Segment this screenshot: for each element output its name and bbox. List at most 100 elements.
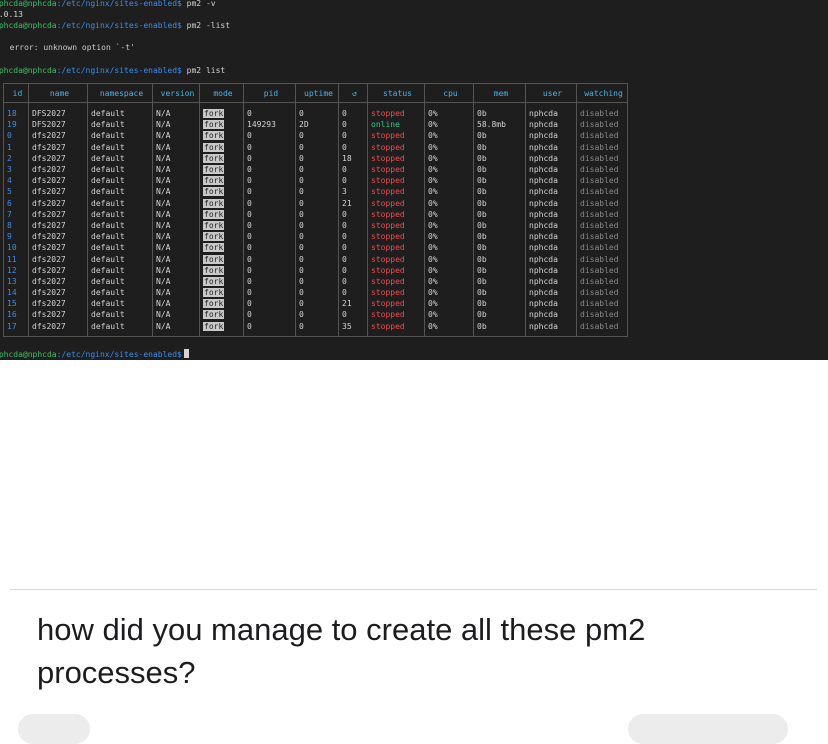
mode-cell: fork	[199, 219, 244, 232]
mem-cell: 0b	[473, 208, 526, 220]
name-cell: dfs2027	[28, 253, 88, 265]
user-cell: nphcda	[525, 208, 577, 220]
restarts-cell: 0	[338, 130, 368, 142]
mode-value: fork	[203, 209, 225, 219]
pid-cell: 0	[243, 208, 296, 220]
name-cell: dfs2027	[28, 197, 88, 209]
mem-cell: 0b	[473, 242, 526, 254]
user-cell: nphcda	[525, 287, 577, 299]
restarts-cell: 0	[338, 119, 368, 131]
mem-cell: 0b	[473, 298, 526, 310]
mode-cell: fork	[199, 130, 244, 142]
version-cell: N/A	[152, 275, 200, 287]
namespace-cell: default	[87, 175, 153, 187]
mem-cell: 0b	[473, 219, 526, 232]
id-cell: 0	[3, 130, 29, 142]
name-cell: dfs2027	[28, 287, 88, 299]
mode-cell: fork	[199, 102, 244, 120]
watching-cell: disabled	[576, 309, 628, 321]
uptime-cell: 0	[295, 264, 339, 276]
watching-cell: disabled	[576, 152, 628, 164]
mem-cell: 0b	[473, 287, 526, 299]
mode-value: fork	[203, 220, 225, 230]
cpu-cell: 0%	[424, 253, 474, 265]
id-cell: 13	[3, 275, 29, 287]
status-cell: stopped	[367, 264, 425, 276]
pid-cell: 0	[243, 242, 296, 254]
namespace-cell: default	[87, 287, 153, 299]
chat-divider	[10, 589, 817, 590]
name-cell: dfs2027	[28, 141, 88, 153]
prompt-user: nphcda@nphcda	[0, 66, 57, 75]
watching-cell: disabled	[576, 175, 628, 187]
status-cell: stopped	[367, 275, 425, 287]
name-cell: dfs2027	[28, 264, 88, 276]
prompt-user: nphcda@nphcda	[0, 21, 57, 30]
restarts-cell: 3	[338, 186, 368, 198]
version-cell: N/A	[152, 186, 200, 198]
uptime-cell: 0	[295, 275, 339, 287]
name-cell: dfs2027	[28, 231, 88, 243]
mem-cell: 58.8mb	[473, 119, 526, 131]
watching-cell: disabled	[576, 119, 628, 131]
name-cell: dfs2027	[28, 309, 88, 321]
namespace-cell: default	[87, 208, 153, 220]
mode-cell: fork	[199, 175, 244, 187]
user-cell: nphcda	[525, 152, 577, 164]
version-cell: N/A	[152, 287, 200, 299]
namespace-cell: default	[87, 163, 153, 176]
reply-bubble[interactable]	[18, 714, 90, 744]
uptime-cell: 0	[295, 197, 339, 209]
mode-value: fork	[203, 120, 225, 130]
watching-cell: disabled	[576, 141, 628, 153]
terminal-cursor	[183, 349, 189, 358]
name-cell: dfs2027	[28, 219, 88, 232]
column-header-mem: mem	[473, 83, 526, 103]
id-cell: 5	[3, 186, 29, 198]
restarts-cell: 0	[338, 309, 368, 321]
pid-cell: 0	[243, 130, 296, 142]
prompt-line: nphcda@nphcda:/etc/nginx/sites-enabled$ …	[0, 66, 225, 76]
prompt-line: nphcda@nphcda:/etc/nginx/sites-enabled$ …	[0, 21, 230, 31]
name-cell: dfs2027	[28, 320, 88, 337]
cpu-cell: 0%	[424, 186, 474, 198]
name-cell: DFS2027	[28, 119, 88, 131]
uptime-cell: 0	[295, 298, 339, 310]
reply-bubble[interactable]	[628, 714, 788, 744]
prompt-line: nphcda@nphcda:/etc/nginx/sites-enabled$	[0, 349, 189, 360]
restarts-cell: 0	[338, 102, 368, 120]
namespace-cell: default	[87, 102, 153, 120]
version-cell: N/A	[152, 119, 200, 131]
status-cell: stopped	[367, 152, 425, 164]
mode-value: fork	[203, 142, 225, 152]
id-cell: 9	[3, 231, 29, 243]
chat-message-text: how did you manage to create all these p…	[37, 612, 646, 690]
mode-cell: fork	[199, 298, 244, 310]
user-cell: nphcda	[525, 264, 577, 276]
restarts-cell: 0	[338, 231, 368, 243]
mode-value: fork	[203, 165, 225, 175]
pid-cell: 0	[243, 287, 296, 299]
mode-cell: fork	[199, 152, 244, 164]
namespace-cell: default	[87, 130, 153, 142]
version-cell: N/A	[152, 197, 200, 209]
cpu-cell: 0%	[424, 141, 474, 153]
status-cell: stopped	[367, 253, 425, 265]
mode-value: fork	[203, 310, 225, 320]
watching-cell: disabled	[576, 287, 628, 299]
version-cell: N/A	[152, 175, 200, 187]
column-header-name: name	[28, 83, 88, 103]
mode-cell: fork	[199, 208, 244, 220]
id-cell: 3	[3, 163, 29, 176]
namespace-cell: default	[87, 152, 153, 164]
cpu-cell: 0%	[424, 287, 474, 299]
user-cell: nphcda	[525, 253, 577, 265]
column-header-namespace: namespace	[87, 83, 153, 103]
